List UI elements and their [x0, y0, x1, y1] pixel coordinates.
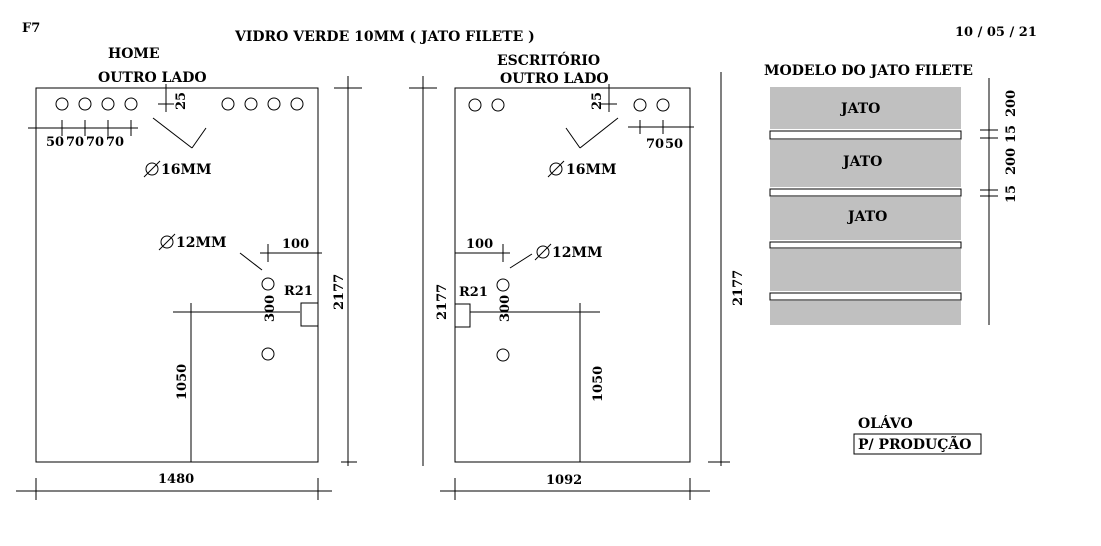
dim-spacing-1: 50: [46, 135, 64, 150]
label-hole-16mm: 16MM: [566, 162, 616, 178]
dim-spacing-2: 70: [66, 135, 84, 150]
leader-16mm: [565, 127, 581, 149]
jet-model: MODELO DO JATO FILETE JATO JATO JATO 200…: [764, 63, 1019, 325]
dim-width: 1092: [546, 473, 582, 488]
dim-spacing-1: 70: [646, 137, 664, 152]
signature-name: OLÁVO: [858, 414, 913, 432]
panel-home: HOME OUTRO LADO 50 70 70 70 25: [16, 46, 362, 500]
hole: [491, 98, 505, 112]
hole: [124, 97, 138, 111]
hole: [633, 98, 647, 112]
handle-hole-lower: [496, 348, 510, 362]
jet-dim-band: 200: [1004, 90, 1019, 117]
sheet-code: F7: [22, 21, 40, 36]
dim-width: 1480: [158, 472, 194, 487]
leader-12mm: [239, 252, 263, 271]
handle-hole-lower: [261, 347, 275, 361]
panel-escritorio-side: OUTRO LADO: [500, 71, 609, 87]
dim-spacing-3: 70: [86, 135, 104, 150]
diameter-icon: [547, 160, 565, 178]
diameter-icon: [534, 243, 552, 261]
dim-handle-offset: 100: [282, 237, 309, 252]
jet-band: [770, 197, 961, 240]
dim-hole-pitch: 300: [498, 295, 513, 322]
leader-16mm-b: [579, 117, 619, 149]
hole: [290, 97, 304, 111]
jet-dim-gap: 15: [1004, 185, 1019, 203]
drawing-date: 10 / 05 / 21: [955, 25, 1037, 40]
notch: [454, 303, 471, 328]
panel-home-top-holes: [55, 97, 304, 111]
label-hole-12mm: 12MM: [176, 235, 226, 251]
production-note-box: [853, 433, 982, 455]
jet-band-label: JATO: [839, 101, 880, 117]
label-hole-12mm: 12MM: [552, 245, 602, 261]
leader-16mm: [152, 117, 193, 149]
jet-band: [770, 301, 961, 325]
hole: [221, 97, 235, 111]
dim-height-to-handle: 1050: [175, 364, 190, 400]
production-note: P/ PRODUÇÃO: [858, 434, 971, 453]
notch: [300, 302, 319, 327]
leader-16mm-b: [191, 127, 207, 149]
jet-gap: [769, 130, 962, 140]
handle-hole-upper: [261, 277, 275, 291]
hole: [267, 97, 281, 111]
signature-block: OLÁVO P/ PRODUÇÃO: [853, 414, 982, 455]
jet-band: [770, 249, 961, 291]
dim-height: 2177: [332, 274, 347, 310]
label-hole-16mm: 16MM: [161, 162, 211, 178]
panel-escritorio-outline: [454, 87, 691, 463]
jet-band: [770, 140, 961, 187]
hole: [656, 98, 670, 112]
dim-height: 2177: [731, 270, 746, 306]
jet-model-title: MODELO DO JATO FILETE: [764, 63, 973, 79]
panel-escritorio-name: ESCRITÓRIO: [497, 51, 600, 69]
hole: [244, 97, 258, 111]
panel-home-name: HOME: [108, 46, 160, 62]
label-notch-radius: R21: [284, 284, 313, 299]
panel-home-outline: [35, 87, 319, 463]
jet-gap: [769, 241, 962, 249]
panel-escritorio: ESCRITÓRIO OUTRO LADO 70 50 25 16MM: [409, 51, 746, 500]
jet-gap: [769, 292, 962, 301]
jet-band-label: JATO: [841, 154, 882, 170]
jet-dim-band: 200: [1004, 148, 1019, 175]
hole: [101, 97, 115, 111]
dim-height-left: 2177: [435, 284, 450, 320]
jet-band: [770, 87, 961, 129]
jet-band-label: JATO: [846, 209, 887, 225]
handle-hole-upper: [496, 278, 510, 292]
dim-hole-pitch: 300: [263, 295, 278, 322]
jet-dim-gap: 15: [1004, 125, 1019, 143]
dim-top-offset: 25: [174, 92, 189, 110]
jet-gap: [769, 188, 962, 197]
diameter-icon: [143, 160, 161, 178]
dim-spacing-2: 50: [665, 137, 683, 152]
panel-home-side: OUTRO LADO: [98, 70, 207, 86]
drawing-title: VIDRO VERDE 10MM ( JATO FILETE ): [234, 29, 535, 45]
hole: [55, 97, 69, 111]
leader-12mm: [509, 253, 533, 269]
hole: [78, 97, 92, 111]
hole: [468, 98, 482, 112]
diameter-icon: [158, 233, 176, 251]
dim-handle-offset: 100: [466, 237, 493, 252]
dim-spacing-4: 70: [106, 135, 124, 150]
dim-top-offset: 25: [590, 92, 605, 110]
label-notch-radius: R21: [459, 285, 488, 300]
dim-height-to-handle: 1050: [591, 366, 606, 402]
